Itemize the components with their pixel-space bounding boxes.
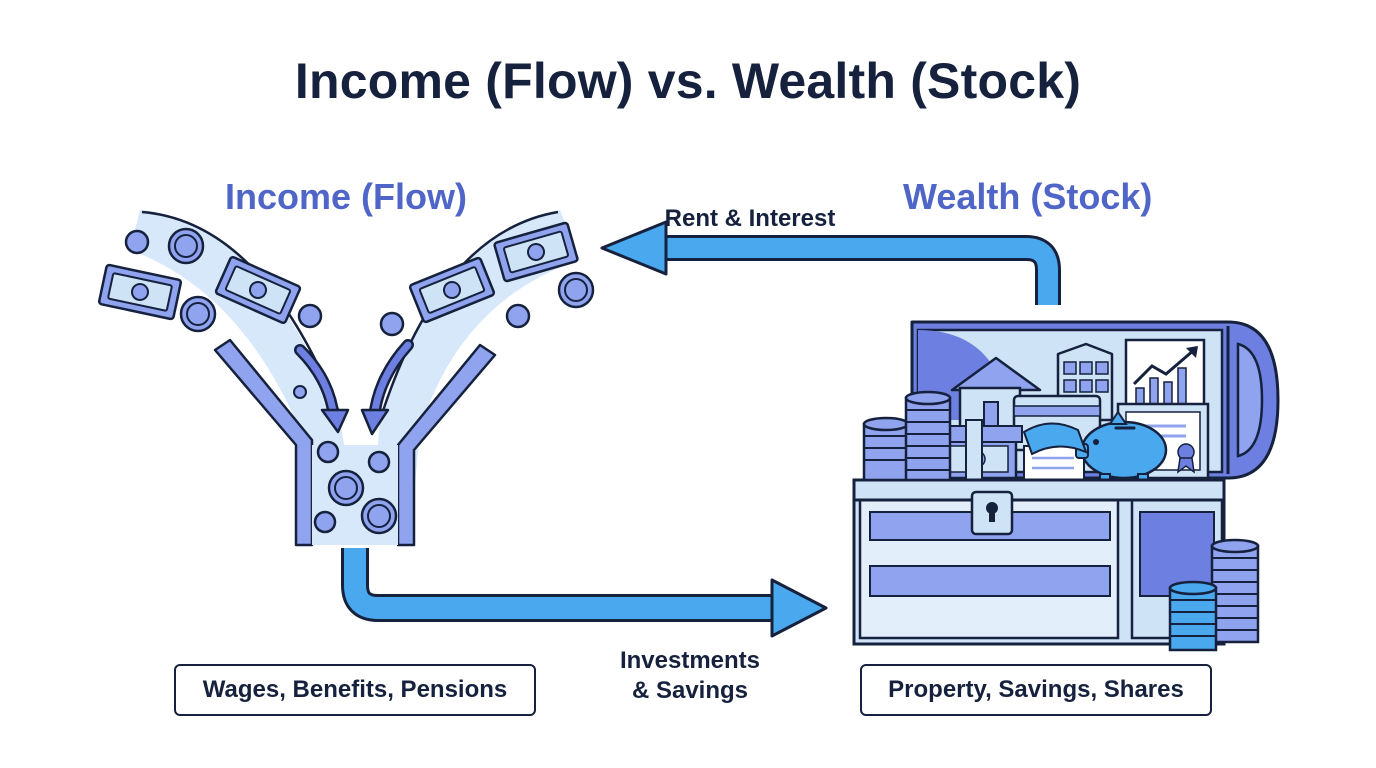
income-heading: Income (Flow): [225, 176, 467, 217]
coin-stack-icon: [862, 390, 952, 482]
wealth-caption-text: Property, Savings, Shares: [888, 676, 1184, 703]
money-funnel-icon: [97, 210, 595, 547]
diagram-title: Income (Flow) vs. Wealth (Stock): [294, 53, 1082, 109]
rent-interest-label: Rent & Interest: [664, 205, 836, 232]
rent-interest-arrow: [600, 220, 1061, 305]
investments-savings-label: Investments& Savings: [560, 646, 820, 706]
lock-icon: [970, 490, 1014, 536]
growth-chart-icon: [1124, 338, 1206, 414]
treasure-chest-icon: [852, 320, 1280, 652]
investments-savings-arrow: [341, 548, 828, 638]
wealth-heading: Wealth (Stock): [903, 176, 1153, 217]
investments-savings-text: Investments& Savings: [619, 647, 761, 704]
income-caption-text: Wages, Benefits, Pensions: [202, 676, 508, 703]
coin-stack-right-icon: [1168, 538, 1260, 652]
wealth-caption-box: Property, Savings, Shares: [860, 664, 1212, 716]
income-caption-box: Wages, Benefits, Pensions: [174, 664, 536, 716]
house-icon: [950, 356, 1042, 432]
